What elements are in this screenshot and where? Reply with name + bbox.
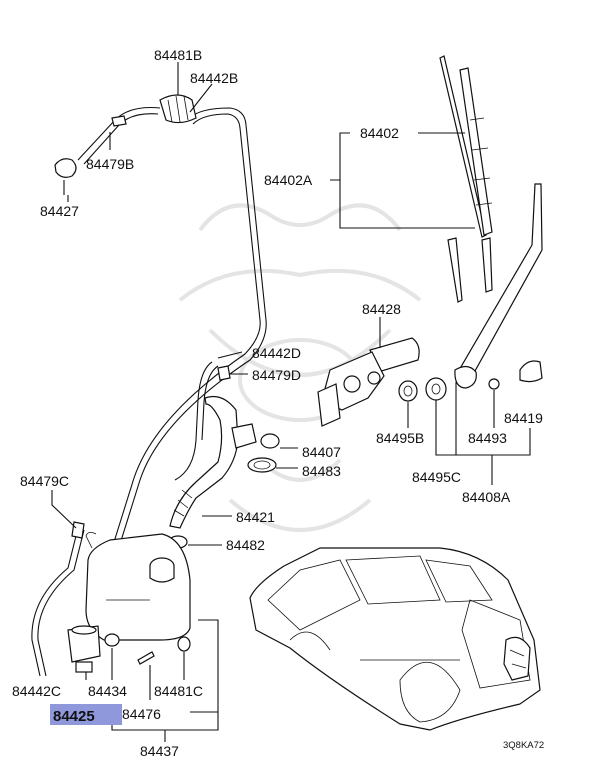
- bushing-84495b[interactable]: [398, 380, 418, 402]
- label-84476[interactable]: 84476: [122, 706, 161, 722]
- label-84408a[interactable]: 84408A: [462, 489, 511, 505]
- label-84425-highlighted[interactable]: 84425: [53, 708, 95, 725]
- connector-84479d[interactable]: [217, 365, 231, 381]
- label-84427[interactable]: 84427: [40, 203, 79, 219]
- hose-84442d[interactable]: [174, 361, 219, 481]
- bushing-84495c[interactable]: [425, 377, 447, 401]
- hose-84421[interactable]: [169, 395, 239, 529]
- reservoir-tank-84437[interactable]: [85, 532, 191, 641]
- connector-84479c[interactable]: [71, 521, 85, 539]
- clamp-84483[interactable]: [247, 457, 277, 473]
- highlight-box: [50, 704, 122, 725]
- label-84437[interactable]: 84437: [140, 743, 179, 759]
- label-84442b[interactable]: 84442B: [190, 70, 238, 86]
- label-84495c[interactable]: 84495C: [412, 469, 461, 485]
- hose-84479b[interactable]: [77, 106, 161, 165]
- cap-84419[interactable]: [519, 360, 543, 383]
- label-84402a[interactable]: 84402A: [264, 172, 313, 188]
- grommet-84407[interactable]: [231, 423, 280, 449]
- nut-84493[interactable]: [488, 378, 500, 390]
- label-84479b[interactable]: 84479B: [86, 156, 134, 172]
- hose-84442c[interactable]: [31, 527, 85, 677]
- screw-84476[interactable]: [137, 651, 155, 665]
- label-84428[interactable]: 84428: [362, 301, 401, 317]
- label-84481c[interactable]: 84481C: [154, 683, 203, 699]
- hose-84442b[interactable]: [108, 107, 267, 561]
- drawing-code: 3Q8KA72: [503, 740, 544, 751]
- label-84493[interactable]: 84493: [468, 430, 507, 446]
- grommet-84434[interactable]: [104, 633, 120, 647]
- grommet-84481c[interactable]: [177, 636, 191, 652]
- connector-84481b[interactable]: [159, 94, 197, 124]
- label-84479d[interactable]: 84479D: [252, 367, 301, 383]
- wiper-blade-84402[interactable]: [439, 55, 493, 303]
- label-84402[interactable]: 84402: [360, 125, 399, 141]
- wiper-motor-84428[interactable]: [317, 337, 420, 427]
- nozzle-84427[interactable]: [54, 158, 77, 195]
- vehicle-illustration: [249, 547, 541, 731]
- label-84483[interactable]: 84483: [302, 463, 341, 479]
- wiper-arm-84408a[interactable]: [454, 183, 543, 389]
- label-84434[interactable]: 84434: [88, 683, 127, 699]
- label-84421[interactable]: 84421: [236, 509, 275, 525]
- label-84442c[interactable]: 84442C: [12, 683, 61, 699]
- label-84481b[interactable]: 84481B: [154, 47, 202, 63]
- label-84495b[interactable]: 84495B: [376, 430, 424, 446]
- label-84419[interactable]: 84419: [504, 410, 543, 426]
- label-84442d[interactable]: 84442D: [252, 345, 301, 361]
- label-84479c[interactable]: 84479C: [20, 473, 69, 489]
- label-84407[interactable]: 84407: [302, 444, 341, 460]
- washer-pump-84425[interactable]: [67, 625, 101, 673]
- label-84482[interactable]: 84482: [226, 537, 265, 553]
